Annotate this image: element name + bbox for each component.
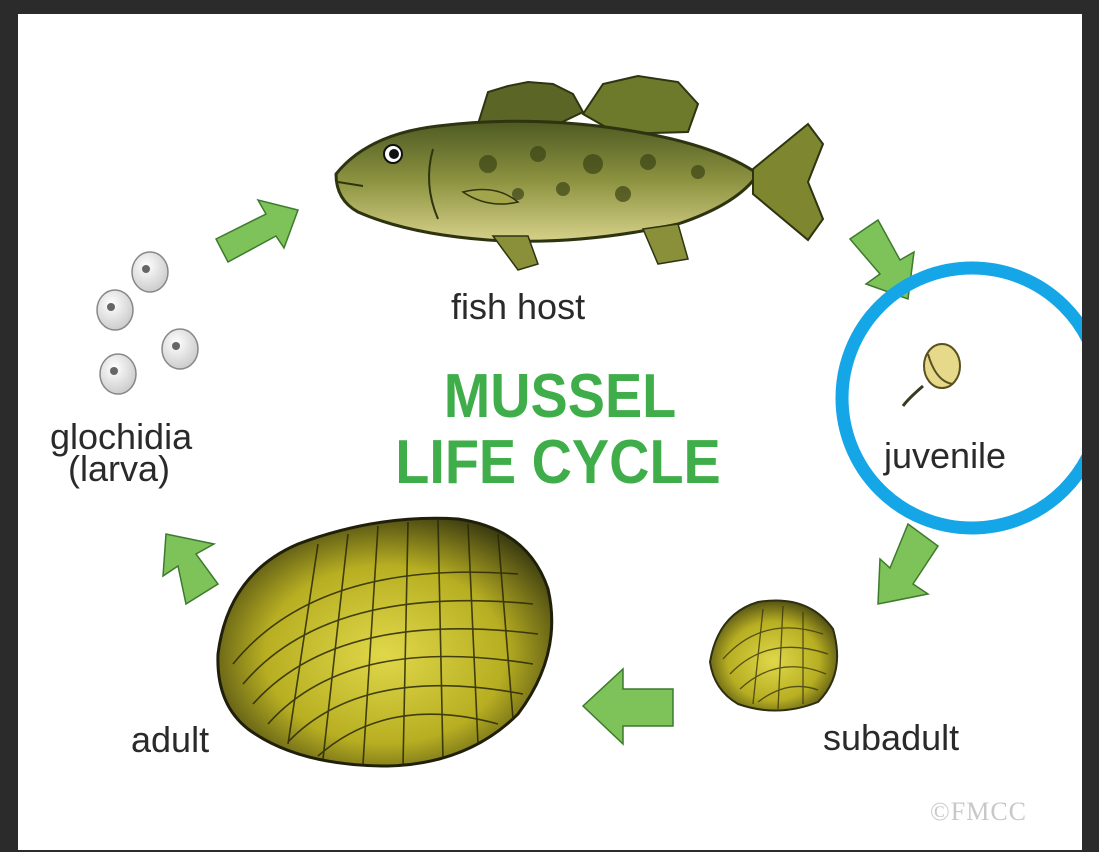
- fish-host-label: fish host: [451, 289, 585, 325]
- juvenile-icon: [903, 344, 960, 406]
- highlight-circle: [842, 268, 1082, 528]
- copyright-mark: ©FMCC: [930, 797, 1027, 827]
- adult-label: adult: [131, 722, 209, 758]
- arrow-icon: [163, 534, 218, 604]
- juvenile-label: juvenile: [884, 438, 1006, 474]
- diagram-title-line1: MUSSEL: [425, 366, 695, 428]
- arrow-icon: [583, 669, 673, 744]
- subadult-shell-icon: [710, 601, 837, 711]
- fish-icon: [336, 76, 823, 270]
- adult-shell-icon: [218, 518, 552, 766]
- glochidia-icon: [97, 252, 198, 394]
- arrow-icon: [216, 200, 298, 262]
- diagram-canvas: fish host MUSSEL LIFE CYCLE glochidia (l…: [18, 14, 1082, 850]
- diagram-title-line2: LIFE CYCLE: [369, 432, 747, 494]
- subadult-label: subadult: [823, 720, 959, 756]
- larva-label: (larva): [68, 451, 170, 487]
- arrow-icon: [878, 524, 938, 604]
